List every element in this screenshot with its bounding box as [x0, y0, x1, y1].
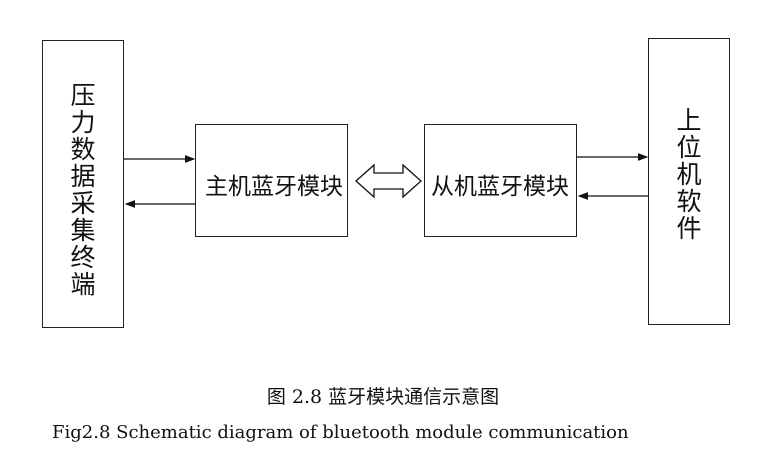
slave-bluetooth-module-box: [424, 124, 577, 237]
host-software-box: [648, 38, 730, 325]
vertical-label-char: 端: [70, 270, 96, 299]
caption-english: Fig2.8 Schematic diagram of bluetooth mo…: [52, 422, 629, 443]
vertical-label-char: 力: [70, 108, 96, 137]
vertical-label-char: 集: [70, 216, 96, 245]
bidirectional-wireless-arrow: [355, 163, 422, 199]
vertical-label-char: 压: [70, 81, 96, 110]
vertical-label-char: 上: [676, 106, 702, 135]
vertical-label-char: 终: [70, 243, 96, 272]
host-software-label: 上位机软件: [648, 107, 730, 242]
master-bluetooth-module-box: [195, 124, 348, 237]
vertical-label-char: 位: [676, 133, 702, 162]
vertical-label-char: 据: [70, 162, 96, 191]
vertical-label-char: 机: [676, 160, 702, 189]
vertical-label-char: 采: [70, 189, 96, 218]
master-bluetooth-module-label: 主机蓝牙模块: [205, 174, 343, 200]
vertical-label-char: 件: [676, 214, 702, 243]
vertical-label-char: 数: [70, 135, 96, 164]
data-acquisition-terminal-box: [42, 40, 124, 328]
data-acquisition-terminal-label: 压力数据采集终端: [42, 82, 124, 298]
slave-bluetooth-module-label: 从机蓝牙模块: [431, 174, 569, 200]
vertical-label-char: 软: [676, 187, 702, 216]
caption-chinese: 图 2.8 蓝牙模块通信示意图: [266, 386, 500, 408]
